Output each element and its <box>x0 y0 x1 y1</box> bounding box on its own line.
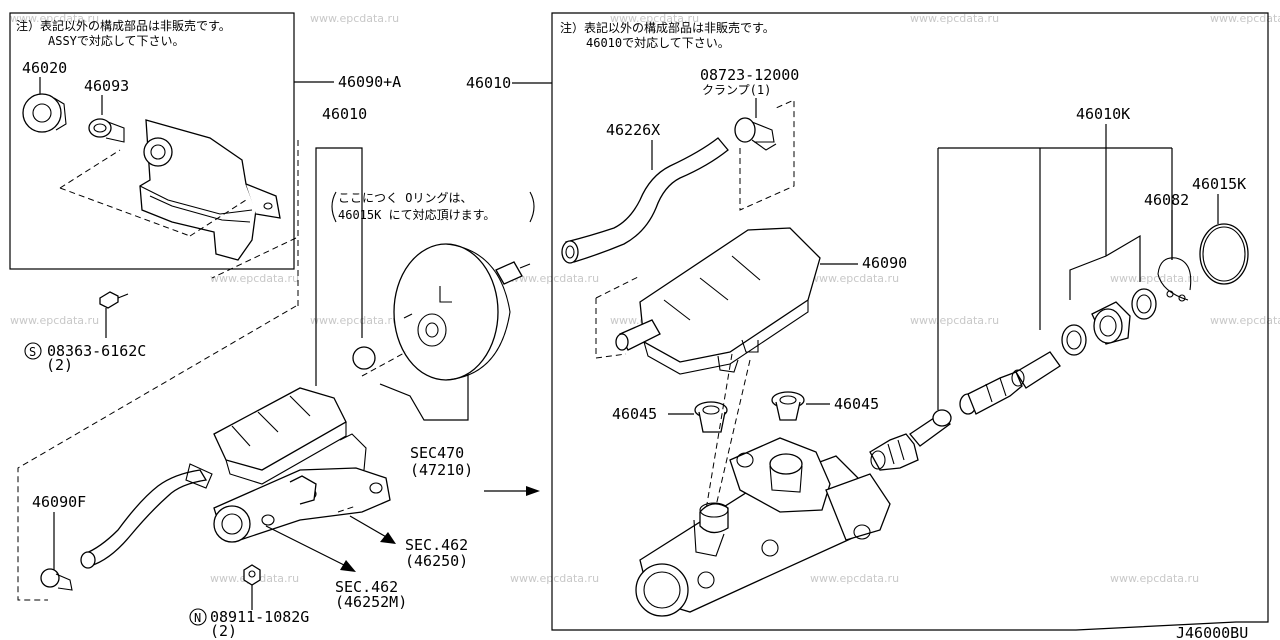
hose-clamp-right <box>734 117 777 151</box>
reservoir-cap <box>22 93 67 133</box>
section-label-sec470[interactable]: SEC470 <box>410 444 464 462</box>
dashed-guide <box>337 505 357 513</box>
n-symbol-circle <box>189 608 207 626</box>
part-label-46010k[interactable]: 46010K <box>1076 105 1130 123</box>
leader-46010k <box>937 124 1173 410</box>
part-label-08911[interactable]: 08911-1082G <box>210 608 309 626</box>
section-sub-sec462b: (46252M) <box>335 593 407 611</box>
dashed-guide <box>739 99 795 211</box>
s-symbol: S <box>29 345 36 359</box>
section-label-sec462a[interactable]: SEC.462 <box>405 536 468 554</box>
master-cylinder-detail-box <box>551 12 1269 631</box>
watermark: www.epcdata.ru <box>1110 572 1199 585</box>
part-label-46010-main[interactable]: 46010 <box>466 74 511 92</box>
note-oring-line1: ここにつく Oリングは、 <box>338 191 472 205</box>
bolt-08363 <box>99 291 129 309</box>
watermark: www.epcdata.ru <box>510 272 599 285</box>
s-symbol-circle <box>24 342 42 360</box>
arrowhead-to-detail <box>526 486 540 496</box>
section-label-sec462b[interactable]: SEC.462 <box>335 578 398 596</box>
primary-piston-spring <box>869 409 952 471</box>
dashed-guide <box>59 149 247 237</box>
reservoir-right <box>615 227 821 375</box>
o-ring <box>352 346 376 370</box>
watermark: www.epcdata.ru <box>10 314 99 327</box>
piston-seal <box>1061 324 1087 356</box>
part-label-08363[interactable]: 08363-6162C <box>47 342 146 360</box>
part-label-08723[interactable]: 08723-12000 <box>700 66 799 84</box>
grommet-left <box>694 401 728 433</box>
arrowhead-sec462b <box>340 560 356 572</box>
reservoir-strainer <box>88 118 125 143</box>
watermark-layer: www.epcdata.ru www.epcdata.ru www.epcdat… <box>10 12 1280 585</box>
leader-46010-mid <box>315 147 363 386</box>
arrow-sec462a <box>349 515 389 539</box>
part-label-clamp: クランプ(1) <box>702 83 771 97</box>
part-label-46010-mid[interactable]: 46010 <box>322 105 367 123</box>
o-ring-46015k <box>1199 223 1249 285</box>
watermark: www.epcdata.ru <box>810 272 899 285</box>
leader-sec470 <box>379 374 469 421</box>
reservoir-tank <box>139 119 281 261</box>
watermark: www.epcdata.ru <box>810 572 899 585</box>
snap-ring <box>1157 257 1192 302</box>
watermark: www.epcdata.ru <box>310 12 399 25</box>
arrowhead-sec462a <box>380 532 396 544</box>
hose-clamp-left <box>40 568 73 591</box>
part-label-46226x[interactable]: 46226X <box>606 121 660 139</box>
arrow-sec462b <box>265 525 347 567</box>
reservoir-inset-box <box>9 12 295 270</box>
note-left-line1: 注）表記以外の構成部品は非販売です。 <box>16 18 231 33</box>
part-label-46020[interactable]: 46020 <box>22 59 67 77</box>
watermark: www.epcdata.ru <box>1210 314 1280 327</box>
watermark: www.epcdata.ru <box>910 12 999 25</box>
diagram-code: J46000BU <box>1176 624 1248 640</box>
note-left-line2: ASSYで対応して下さい。 <box>48 34 185 48</box>
reservoir-hose-right <box>561 137 729 264</box>
master-cylinder-assembly-left <box>213 387 391 543</box>
watermark: www.epcdata.ru <box>10 12 99 25</box>
part-label-46045-left[interactable]: 46045 <box>612 405 657 423</box>
watermark: www.epcdata.ru <box>310 314 399 327</box>
part-label-46090f[interactable]: 46090F <box>32 493 86 511</box>
dashed-guide <box>17 305 297 601</box>
part-label-46015k[interactable]: 46015K <box>1192 175 1246 193</box>
dashed-guide <box>705 353 751 511</box>
watermark: www.epcdata.ru <box>1110 272 1199 285</box>
part-qty-08911: (2) <box>210 622 237 640</box>
piston-guide <box>1091 301 1131 345</box>
part-label-46093[interactable]: 46093 <box>84 77 129 95</box>
n-symbol: N <box>194 611 201 625</box>
nut-08911 <box>243 564 261 586</box>
grommet-right <box>771 391 805 421</box>
master-cylinder-body <box>635 437 891 617</box>
watermark: www.epcdata.ru <box>610 12 699 25</box>
section-sub-sec462a: (46250) <box>405 552 468 570</box>
cup-seal <box>1131 288 1157 320</box>
note-bracket-right <box>529 191 535 223</box>
watermark: www.epcdata.ru <box>510 572 599 585</box>
dashed-guide <box>211 237 297 279</box>
dashed-guide <box>361 351 407 377</box>
reservoir-hose-left <box>80 463 213 569</box>
secondary-piston <box>959 351 1061 415</box>
brake-booster <box>393 243 531 381</box>
note-bracket-left <box>331 191 337 223</box>
section-sub-sec470: (47210) <box>410 461 473 479</box>
note-right-line1: 注）表記以外の構成部品は非販売です。 <box>560 20 775 35</box>
part-label-46090[interactable]: 46090 <box>862 254 907 272</box>
watermark: www.epcdata.ru <box>210 272 299 285</box>
watermark: www.epcdata.ru <box>1210 12 1280 25</box>
note-right-line2: 46010で対応して下さい。 <box>586 36 730 50</box>
dashed-guide <box>595 275 641 359</box>
note-oring-line2: 46015K にて対応頂けます。 <box>338 208 495 222</box>
watermark: www.epcdata.ru <box>910 314 999 327</box>
part-label-46045-right[interactable]: 46045 <box>834 395 879 413</box>
part-label-46082[interactable]: 46082 <box>1144 191 1189 209</box>
part-qty-08363: (2) <box>46 356 73 374</box>
part-label-46090-plus-a[interactable]: 46090+A <box>338 73 401 91</box>
